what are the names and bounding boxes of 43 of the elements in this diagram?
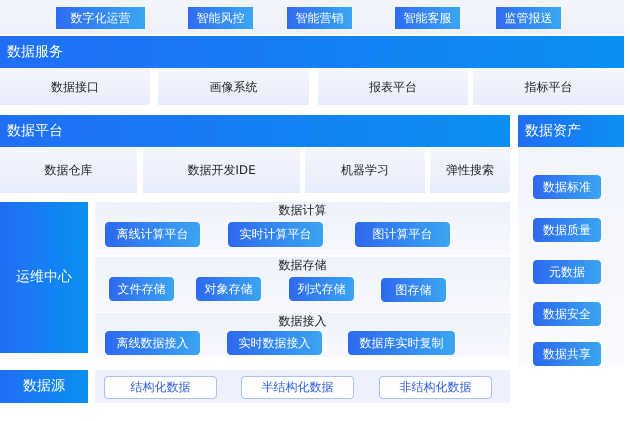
group-title: 数据计算 — [278, 203, 326, 218]
group-panel — [95, 257, 510, 312]
module-pill: 离线计算平台 — [105, 222, 200, 247]
module-tile: 画像系统 — [158, 69, 309, 105]
tag: 智能客服 — [395, 7, 460, 29]
group-panel — [95, 313, 510, 357]
module-tile: 数据开发IDE — [143, 148, 300, 193]
tag: 智能营销 — [287, 7, 352, 29]
module-pill: 文件存储 — [109, 277, 174, 301]
module-pill: 元数据 — [533, 260, 601, 284]
module-tile: 报表平台 — [318, 69, 468, 105]
side-panel — [518, 115, 624, 365]
module-pill: 图计算平台 — [355, 222, 450, 247]
module-pill: 数据标准 — [533, 175, 601, 199]
side-bar: 数据源 — [0, 370, 88, 403]
group-title: 数据存储 — [278, 258, 326, 272]
module-pill: 数据共享 — [533, 342, 601, 366]
module-pill: 列式存储 — [289, 277, 354, 301]
side-bar: 运维中心 — [0, 202, 88, 353]
module-tile: 数据仓库 — [0, 148, 137, 193]
source-box: 非结构化数据 — [379, 376, 492, 399]
module-pill: 实时计算平台 — [228, 222, 323, 247]
module-tile: 弹性搜索 — [430, 148, 510, 193]
module-pill: 实时数据接入 — [227, 331, 322, 355]
module-pill: 图存储 — [381, 278, 446, 302]
module-pill: 离线数据接入 — [105, 331, 200, 355]
tag: 监管报送 — [496, 7, 561, 29]
module-pill: 对象存储 — [196, 277, 261, 301]
module-tile: 数据接口 — [0, 69, 150, 105]
layer-banner: 数据平台 — [0, 115, 510, 147]
source-box: 结构化数据 — [104, 376, 217, 399]
module-pill: 数据安全 — [533, 302, 601, 326]
layer-banner: 数据服务 — [0, 36, 624, 68]
group-title: 数据接入 — [278, 314, 326, 328]
tag: 数字化运营 — [56, 7, 145, 29]
group-panel — [95, 202, 510, 255]
module-tile: 机器学习 — [305, 148, 425, 193]
panel-header: 数据资产 — [518, 115, 624, 147]
source-box: 半结构化数据 — [241, 376, 354, 399]
module-tile: 指标平台 — [473, 69, 624, 105]
module-pill: 数据库实时复制 — [348, 331, 455, 355]
tag: 智能风控 — [188, 7, 253, 29]
module-pill: 数据质量 — [533, 218, 601, 242]
